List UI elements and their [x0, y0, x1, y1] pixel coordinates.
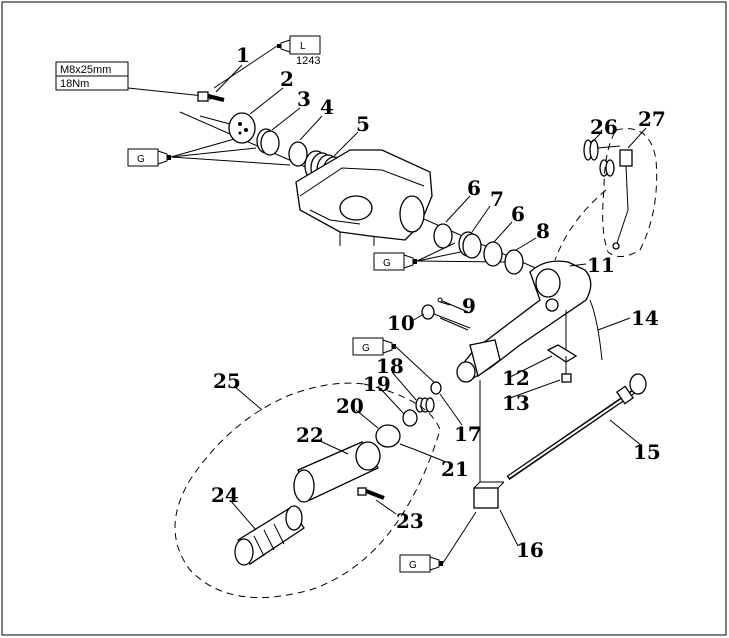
leader-lines: [215, 64, 647, 547]
grease-label-1: G: [137, 154, 145, 165]
label-part-2: 2: [280, 67, 294, 91]
part-25-handle-group: [174, 382, 441, 599]
part-27-switch: [554, 128, 658, 261]
grease-tag-4: G: [399, 511, 477, 573]
label-part-9: 9: [462, 294, 476, 318]
label-part-19: 19: [363, 372, 391, 396]
part-13-screw: [561, 356, 572, 383]
part-17-nut: [430, 381, 442, 395]
grease-tag-1: G: [127, 137, 291, 167]
label-part-25: 25: [213, 369, 241, 393]
label-part-23: 23: [396, 509, 424, 533]
grease-tag-2: G: [373, 242, 506, 271]
label-part-6b: 6: [511, 202, 525, 226]
label-part-27: 27: [638, 107, 666, 131]
label-part-5: 5: [356, 112, 370, 136]
part-7-bushing: [458, 231, 482, 259]
label-part-7: 7: [490, 187, 504, 211]
label-part-18: 18: [376, 354, 404, 378]
part-22-tube: [293, 441, 381, 503]
part-numbers: 1 2 3 4 5 6 7 6 8 9 10 11 12 13 14 15 16…: [211, 43, 666, 562]
part-19-washer: [402, 409, 418, 427]
label-part-16: 16: [516, 538, 544, 562]
part-3-bushing: [256, 128, 280, 156]
label-part-21: 21: [441, 457, 469, 481]
part-2-plate: [199, 112, 256, 144]
part-21-screw: [399, 443, 417, 451]
label-part-17: 17: [454, 422, 482, 446]
grease-label-3: G: [362, 343, 370, 354]
part-8-ring: [504, 249, 524, 275]
grease-label-2: G: [383, 258, 391, 269]
part-16-block: [473, 380, 505, 509]
label-part-3: 3: [297, 87, 311, 111]
label-part-13: 13: [502, 391, 530, 415]
label-part-4: 4: [320, 95, 334, 119]
grease-tag-3: G: [352, 337, 437, 385]
part-1-bolt: [197, 91, 225, 102]
label-part-1: 1: [236, 43, 250, 67]
loctite-label: L: [300, 41, 306, 52]
part-6b-washer: [483, 241, 503, 267]
label-part-22: 22: [296, 423, 324, 447]
bracket-housing: [295, 149, 433, 246]
label-part-11: 11: [587, 253, 615, 277]
loctite-tag: L 1243: [213, 35, 321, 89]
part-4-ring: [288, 141, 308, 167]
part-26-springs: [583, 139, 621, 177]
label-part-14: 14: [631, 306, 659, 330]
label-part-10: 10: [387, 311, 415, 335]
part-20-collar: [375, 424, 401, 448]
label-part-6: 6: [467, 176, 481, 200]
part-6-washer: [433, 223, 453, 249]
part-11-tiller-arm: [439, 260, 592, 383]
label-part-24: 24: [211, 483, 239, 507]
label-part-12: 12: [502, 366, 530, 390]
label-part-8: 8: [536, 219, 550, 243]
torque-spec-box: M8x25mm 18Nm: [55, 61, 205, 97]
part-23-screw: [357, 487, 385, 500]
part-24-grip: [234, 505, 305, 566]
part-10-bolt: [421, 304, 471, 329]
label-part-26: 26: [590, 115, 618, 139]
label-part-15: 15: [633, 440, 661, 464]
loctite-code: 1243: [296, 55, 320, 67]
part-15-rod: [506, 373, 647, 481]
torque-value-text: 18Nm: [60, 78, 89, 90]
label-part-20: 20: [336, 394, 364, 418]
bolt-size-text: M8x25mm: [60, 64, 111, 76]
part-14-cable: [589, 299, 603, 361]
part-12-bracket: [546, 310, 578, 363]
grease-label-4: G: [409, 560, 417, 571]
